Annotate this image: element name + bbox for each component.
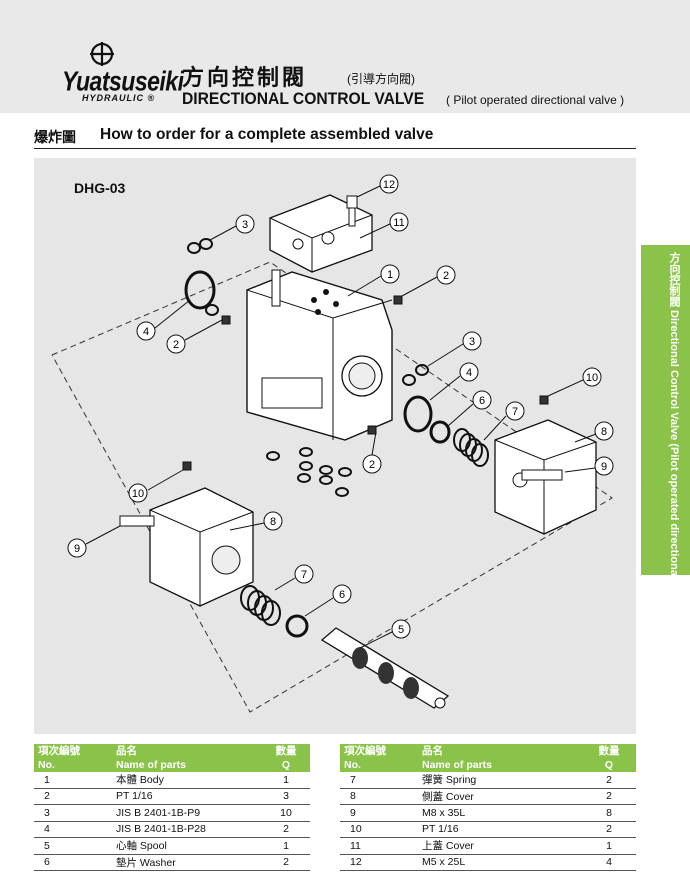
callout-12: 12 [356, 174, 399, 198]
o-ring-parts [184, 238, 451, 638]
svg-text:9: 9 [74, 543, 80, 555]
svg-text:8: 8 [270, 516, 276, 528]
callout-6b: 6 [304, 584, 352, 617]
section-title-chinese: 爆炸圖 [34, 129, 76, 145]
spool-part [320, 627, 450, 709]
callout-3b: 3 [427, 331, 482, 367]
svg-text:3: 3 [469, 336, 475, 348]
callout-11: 11 [359, 212, 409, 239]
page-title: DIRECTIONAL CONTROL VALVE [182, 89, 425, 108]
svg-text:9: 9 [601, 461, 607, 473]
svg-text:2: 2 [173, 339, 179, 351]
callout-10a: 10 [547, 367, 602, 397]
svg-text:4: 4 [143, 326, 149, 338]
right-spring-part [453, 428, 489, 467]
callout-4a: 4 [136, 299, 191, 341]
right-side-cover-part [494, 419, 597, 535]
brand-name: Yuatsuseiki [62, 65, 184, 97]
page-header [0, 0, 690, 113]
side-category-label: 方向控制閥 Directional Control Valve (Pilot o… [668, 252, 680, 678]
model-label: DHG-03 [74, 180, 126, 196]
part-callouts: 12 3 11 1 2 4 2 3 4 6 7 10 8 9 2 10 9 8 … [67, 174, 614, 649]
section-title: How to order for a complete assembled va… [100, 126, 434, 143]
callout-3a: 3 [209, 214, 255, 241]
plug-parts [182, 295, 549, 471]
svg-text:2: 2 [443, 270, 449, 282]
left-spring-part [240, 585, 281, 626]
callout-10b: 10 [128, 469, 184, 503]
svg-text:10: 10 [586, 372, 598, 384]
svg-text:10: 10 [132, 488, 144, 500]
svg-text:4: 4 [466, 367, 472, 379]
callout-2b: 2 [166, 319, 223, 354]
brand-logo: Yuatsuseiki HYDRAULIC ® [62, 40, 184, 110]
callout-5: 5 [359, 619, 411, 649]
valve-body-part [246, 269, 393, 441]
callout-1: 1 [347, 264, 400, 297]
svg-text:7: 7 [301, 569, 307, 581]
svg-text:12: 12 [383, 179, 395, 191]
svg-text:7: 7 [512, 406, 518, 418]
svg-text:8: 8 [601, 426, 607, 438]
section-divider [34, 148, 636, 149]
callout-8a: 8 [574, 421, 614, 443]
screw-part [346, 195, 358, 227]
callout-8b: 8 [229, 511, 283, 531]
title-chinese: 方向控制閥 [182, 65, 308, 90]
svg-text:3: 3 [242, 219, 248, 231]
callout-2c: 2 [362, 431, 382, 474]
svg-text:5: 5 [398, 624, 404, 636]
svg-text:6: 6 [479, 395, 485, 407]
svg-text:11: 11 [393, 217, 404, 229]
assembly-axis-line [51, 261, 613, 713]
callout-2a: 2 [401, 265, 456, 297]
page-subtitle: ( Pilot operated directional valve ) [446, 93, 625, 107]
callout-6a: 6 [447, 390, 492, 427]
callout-4b: 4 [429, 362, 479, 401]
svg-text:6: 6 [339, 589, 345, 601]
callout-9b: 9 [67, 525, 121, 558]
svg-text:2: 2 [369, 459, 375, 471]
callout-7a: 7 [483, 401, 525, 441]
title-chinese-sub: (引導方向閥) [347, 72, 415, 86]
logo-symbol-icon [90, 42, 114, 66]
top-cover-part [269, 194, 373, 273]
side-category-tab [641, 245, 690, 575]
left-side-cover-part [119, 487, 254, 607]
brand-subtitle: HYDRAULIC ® [82, 93, 156, 103]
svg-text:1: 1 [387, 269, 393, 281]
callout-7b: 7 [274, 564, 314, 591]
callout-9a: 9 [564, 456, 614, 476]
